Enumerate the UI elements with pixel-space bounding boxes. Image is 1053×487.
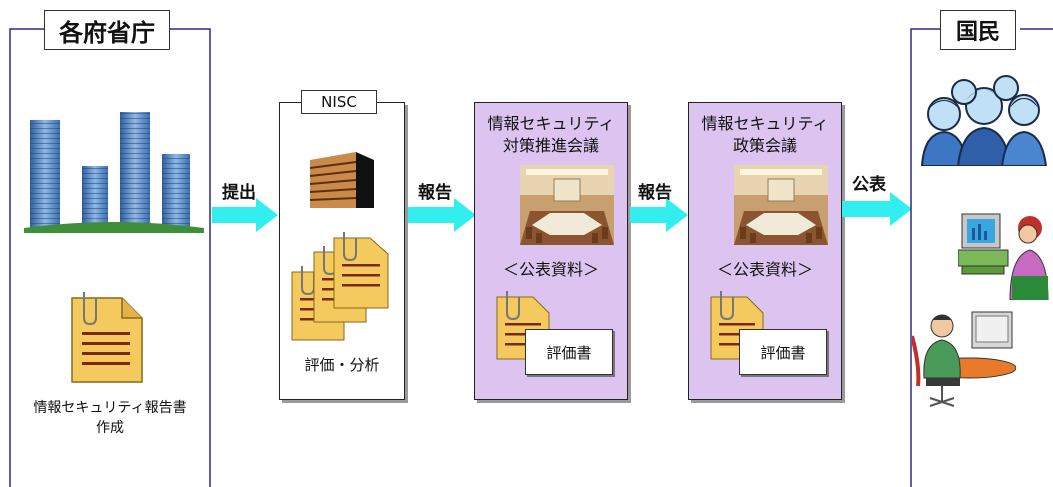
ministries-header: 各府省庁 <box>44 10 170 50</box>
citizens-header: 国民 <box>940 10 1016 50</box>
citizens-group-illustration <box>918 74 1048 166</box>
report-arrow-2 <box>630 198 688 232</box>
ministries-bracket <box>9 28 211 487</box>
submit-arrow <box>212 198 278 232</box>
publish-arrow <box>842 192 912 226</box>
council2-meeting-room-photo <box>734 165 828 245</box>
security-policy-council-box: 情報セキュリティ 政策会議 ＜公表資料＞ 評価書 <box>688 102 842 400</box>
nisc-header: NISC <box>301 90 377 114</box>
man-at-desk-illustration <box>912 306 1016 410</box>
report-arrow-1 <box>408 198 476 232</box>
council1-evaluation-note: 評価書 <box>525 329 613 375</box>
report-arrow-1-label: 報告 <box>418 183 452 203</box>
security-measures-council-box: 情報セキュリティ 対策推進会議 ＜公表資料＞ 評価書 <box>474 102 628 400</box>
nisc-caption: 評価・分析 <box>304 356 380 374</box>
council2-title-line1: 情報セキュリティ <box>701 114 829 133</box>
submit-arrow-label: 提出 <box>222 183 256 203</box>
council2-title-line2: 政策会議 <box>732 136 797 155</box>
office-buildings-illustration <box>24 108 204 233</box>
woman-at-computer-illustration <box>958 206 1050 300</box>
publish-arrow-label: 公表 <box>852 175 886 195</box>
council1-meeting-room-photo <box>520 165 614 245</box>
report-caption-line1: 情報セキュリティ報告書 <box>33 400 187 416</box>
report-caption-line2: 作成 <box>96 420 124 436</box>
council1-materials-label: ＜公表資料＞ <box>502 260 599 279</box>
council2-materials-label: ＜公表資料＞ <box>716 260 813 279</box>
report-arrow-2-label: 報告 <box>638 183 672 203</box>
council1-title-line2: 対策推進会議 <box>502 136 599 155</box>
citizens-bracket <box>910 28 1053 487</box>
report-caption: 情報セキュリティ報告書 作成 <box>14 398 206 438</box>
council1-title-line1: 情報セキュリティ <box>487 114 615 133</box>
report-document-icon <box>66 290 148 386</box>
council2-evaluation-note: 評価書 <box>739 329 827 375</box>
stacked-documents-icon <box>288 232 392 344</box>
nisc-building-illustration <box>306 146 378 210</box>
